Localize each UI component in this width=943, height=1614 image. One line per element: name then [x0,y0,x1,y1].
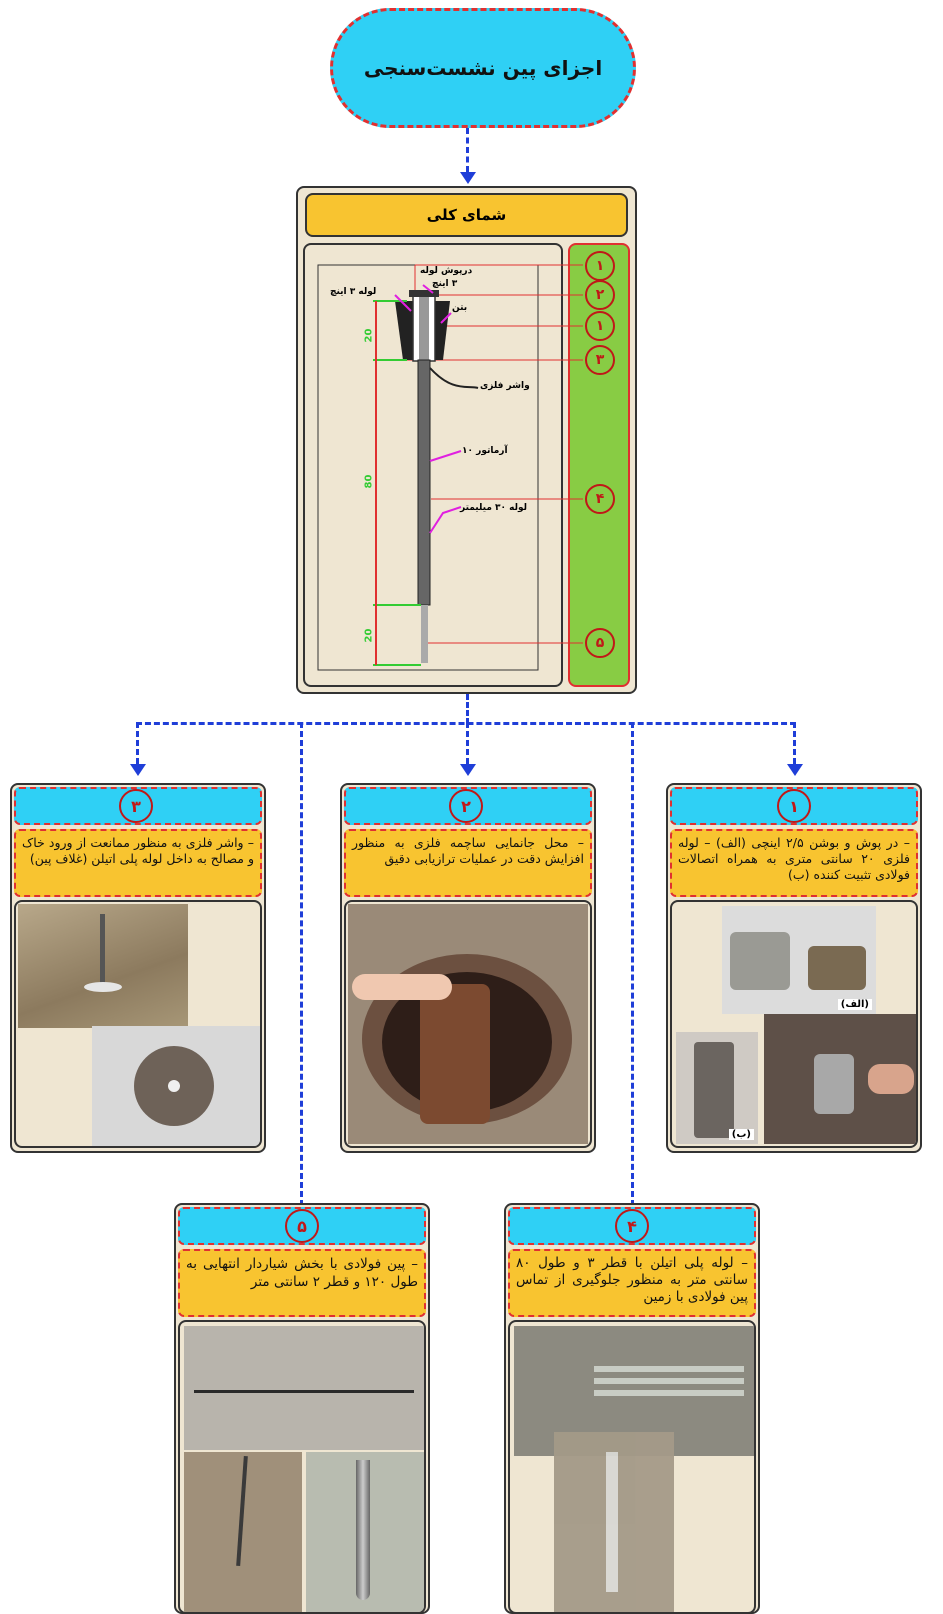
photo-steel-pipe: (ب) [676,1032,758,1144]
photo-installed-bushing [764,1014,916,1144]
card-2-text: – محل جانمایی ساچمه فلزی به منظور افزایش… [344,829,592,897]
marker-label: ۲ [595,287,605,303]
image-label: (الف) [837,999,872,1010]
pin-schematic [317,264,583,671]
rebar-label: آرماتور ۱۰ [462,446,508,456]
card-2-number: ۲ [449,789,483,823]
photo-cap-bushing: (الف) [722,906,876,1014]
card-number-label: ۴ [627,1216,637,1236]
connector-line [466,722,469,764]
dim-bottom-label: 20 [363,628,375,643]
marker-label: ۱ [595,258,605,274]
image-label: (ب) [728,1129,754,1140]
connector-line [300,722,303,1206]
photo-pin-tip [306,1452,424,1612]
card-5-text: – پین فولادی با بخش شیاردار انتهایی به ط… [178,1249,426,1317]
dim-top-label: 20 [363,328,375,343]
photo-pipe-installed [554,1432,674,1612]
marker-circle: ۳ [585,345,615,375]
card-number-label: ۵ [297,1216,307,1236]
card-2-photos [344,900,592,1148]
card-5-number: ۵ [285,1209,319,1243]
card-4-number: ۴ [615,1209,649,1243]
page-title: اجزای پین نشست‌سنجی [363,56,603,80]
card-1-text: – در پوش و بوشن ۲/۵ اینچی (الف) – لوله ف… [670,829,918,897]
photo-steel-pin [184,1326,424,1450]
photo-pin-in-ground [184,1452,302,1612]
cap-size-label: ۳ اینچ [432,279,458,289]
pipe30-label: لوله ۳۰ میلیمتر [460,503,528,513]
dim-mid-label: 80 [363,474,375,489]
card-number-label: ۲ [461,796,471,816]
overview-header-label: شمای کلی [426,206,507,224]
pin-shaft [417,359,431,606]
card-3-text: – واشر فلزی به منظور ممانعت از ورود خاک … [14,829,262,897]
marker-circle: ۱ [585,311,615,341]
marker-label: ۵ [595,635,605,651]
card-5-photos [178,1320,426,1614]
card-1-number: ۱ [777,789,811,823]
arrow-head-icon [130,764,146,776]
arrow-head-icon [460,172,476,184]
title-pill: اجزای پین نشست‌سنجی [330,8,636,128]
card-3-number: ۳ [119,789,153,823]
overview-header: شمای کلی [305,193,628,237]
connector-line [136,722,139,764]
card-number-label: ۱ [789,796,799,816]
photo-steel-ball [348,904,588,1144]
marker-circle: ۱ [585,251,615,281]
connector-line [631,722,634,1206]
arrow-head-icon [460,764,476,776]
marker-label: ۳ [595,352,605,368]
concrete-label: بتن [452,303,468,313]
photo-washer [92,1026,260,1146]
photo-washer-in-soil [18,904,188,1028]
cap-label: درپوش لوله [420,266,473,276]
marker-circle: ۴ [585,484,615,514]
pipe3-label: لوله ۳ اینچ [330,287,377,297]
card-4-photos [508,1320,756,1614]
card-1-photos: (الف) (ب) [670,900,918,1148]
pin-tip [421,605,428,663]
marker-label: ۴ [595,491,605,507]
washer-label: واشر فلزی [480,381,530,391]
card-4-text: – لوله پلی اتیلن با قطر ۳ و طول ۸۰ سانتی… [508,1249,756,1317]
cap [409,290,439,297]
marker-circle: ۵ [585,628,615,658]
card-3-photos [14,900,262,1148]
card-number-label: ۳ [131,796,141,816]
marker-label: ۱ [595,318,605,334]
connector-line [466,128,469,172]
connector-line [466,694,469,724]
arrow-head-icon [787,764,803,776]
connector-line [793,722,796,764]
marker-circle: ۲ [585,280,615,310]
